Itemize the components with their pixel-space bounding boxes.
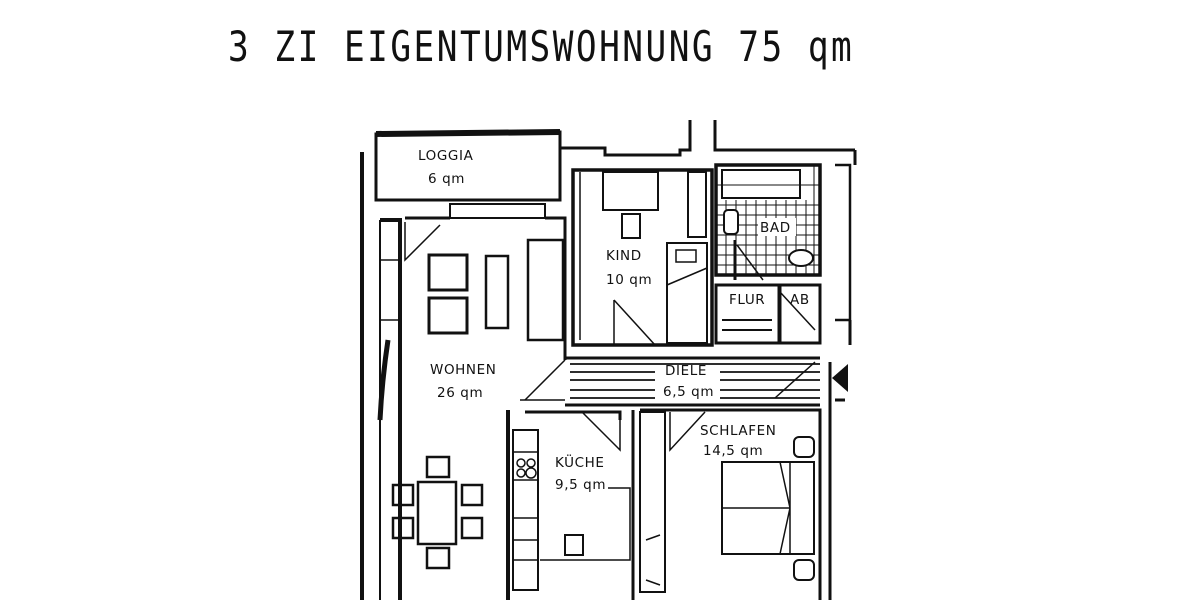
room-label-wohnen: WOHNEN: [430, 362, 496, 378]
bathtub: [721, 169, 801, 199]
kitchen-counter: [512, 429, 539, 591]
room-label-diele: DIELE: [665, 363, 707, 379]
toilet: [788, 249, 814, 267]
room-label-loggia: LOGGIA: [418, 148, 474, 164]
sink: [723, 209, 739, 235]
room-label-bad: BAD: [760, 220, 791, 236]
kind-bed: [666, 242, 708, 344]
door-swing-kind: [613, 300, 655, 346]
kind-room-walls: [571, 168, 714, 347]
door-swing-loggia: [404, 222, 441, 262]
room-area-kind: 10 qm: [606, 272, 652, 288]
door-swing-kueche: [581, 411, 621, 452]
armchair: [427, 296, 469, 335]
room-label-flur: FLUR: [729, 292, 765, 308]
wohnen-wall-left: [380, 218, 402, 600]
sofa: [526, 238, 565, 342]
armchair: [427, 253, 469, 292]
room-label-kind: KIND: [606, 248, 642, 264]
room-area-loggia: 6 qm: [428, 171, 465, 187]
door-swing-schlafen: [669, 411, 706, 452]
room-area-diele: 6,5 qm: [663, 384, 714, 400]
entrance-arrow-icon: [832, 364, 848, 392]
room-area-wohnen: 26 qm: [437, 385, 483, 401]
wardrobe: [639, 411, 666, 593]
room-label-schlafen: SCHLAFEN: [700, 423, 776, 439]
diele-hatching: [570, 363, 820, 399]
page-title: 3 ZI EIGENTUMSWOHNUNG 75 qm: [228, 22, 855, 71]
loggia-outline: [374, 130, 562, 202]
bad-room-walls: [714, 163, 822, 277]
room-area-kueche: 9,5 qm: [555, 477, 606, 493]
room-area-schlafen: 14,5 qm: [703, 443, 763, 459]
room-label-ab: AB: [790, 292, 810, 308]
room-label-kueche: KÜCHE: [555, 453, 604, 471]
ab-room-walls: [778, 283, 822, 345]
coffee-table: [484, 254, 510, 330]
dining-table: [416, 480, 458, 546]
